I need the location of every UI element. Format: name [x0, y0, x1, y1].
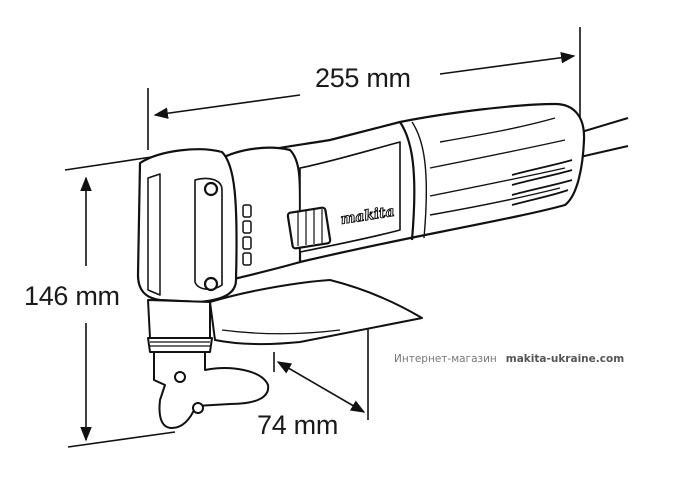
watermark-site: makita-ukraine.com [505, 353, 625, 365]
length-dimension [147, 27, 581, 150]
grip-body [216, 141, 401, 284]
cutting-head [147, 299, 270, 429]
head-grip-ridges [242, 204, 252, 266]
power-cord [577, 117, 629, 158]
height-dimension-label: 146 mm [24, 281, 120, 311]
head-housing [136, 148, 252, 304]
watermark: Интернет-магазин makita-ukraine.com [394, 353, 624, 365]
cutting-width-dimension-label: 74 mm [257, 410, 339, 440]
watermark-prefix: Интернет-магазин [394, 353, 497, 365]
length-dimension-label: 255 mm [315, 63, 411, 93]
vent-slots [511, 159, 573, 206]
blade-guide [209, 279, 423, 346]
